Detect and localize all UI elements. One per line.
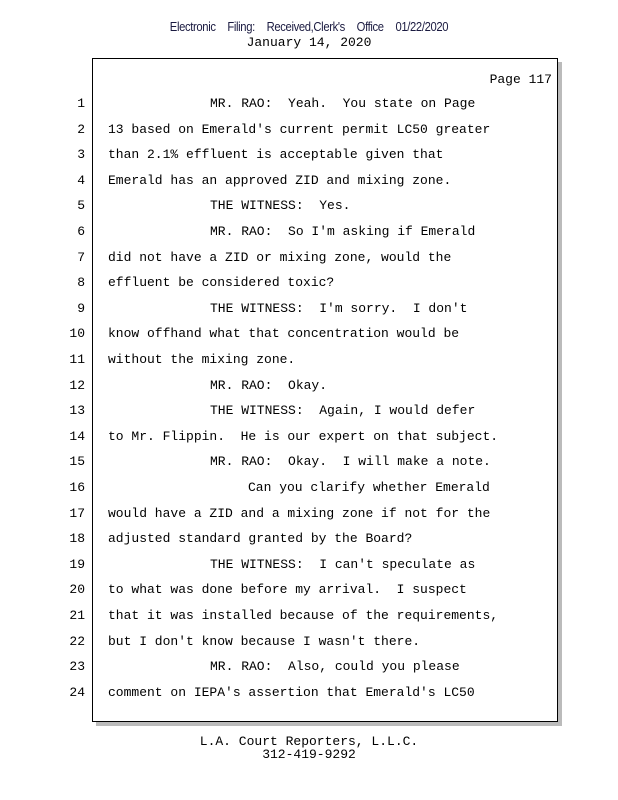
line-number: 8 xyxy=(77,275,85,291)
line-number: 19 xyxy=(69,556,85,572)
line-text: THE WITNESS: I can't speculate as xyxy=(210,556,476,572)
line-text: to what was done before my arrival. I su… xyxy=(108,582,467,598)
line-number: 23 xyxy=(69,659,85,675)
line-number: 17 xyxy=(69,505,85,521)
line-text: did not have a ZID or mixing zone, would… xyxy=(108,249,452,265)
line-text: adjusted standard granted by the Board? xyxy=(108,531,413,547)
line-text: but I don't know because I wasn't there. xyxy=(108,633,421,649)
line-text: MR. RAO: Okay. xyxy=(210,377,328,393)
line-number: 18 xyxy=(69,531,85,547)
line-text: without the mixing zone. xyxy=(108,352,296,367)
line-text: 13 based on Emerald's current permit LC5… xyxy=(108,121,491,137)
line-number: 22 xyxy=(69,633,85,649)
line-text: than 2.1% effluent is acceptable given t… xyxy=(108,147,444,163)
line-text: THE WITNESS: Again, I would defer xyxy=(210,403,476,419)
line-number: 9 xyxy=(77,300,85,316)
line-number: 3 xyxy=(77,147,85,163)
line-number: 11 xyxy=(69,352,85,367)
line-number: 24 xyxy=(69,684,85,700)
line-text: Emerald has an approved ZID and mixing z… xyxy=(108,172,452,188)
line-text: THE WITNESS: I'm sorry. I don't xyxy=(210,300,468,316)
line-text: to Mr. Flippin. He is our expert on that… xyxy=(108,428,499,444)
line-number: 12 xyxy=(69,377,85,393)
page-number: Page 117 xyxy=(489,72,552,87)
line-number: 2 xyxy=(77,121,85,137)
line-text: THE WITNESS: Yes. xyxy=(210,198,351,214)
footer-company: L.A. Court Reporters, L.L.C. xyxy=(199,734,419,749)
line-text: would have a ZID and a mixing zone if no… xyxy=(108,505,491,521)
line-number: 1 xyxy=(77,96,85,111)
line-text: MR. RAO: Okay. I will make a note. xyxy=(210,454,491,470)
line-text: MR. RAO: So I'm asking if Emerald xyxy=(210,224,476,239)
transcript-page-frame xyxy=(92,58,558,722)
line-text: MR. RAO: Also, could you please xyxy=(210,659,460,675)
line-number: 4 xyxy=(77,172,85,188)
line-text: comment on IEPA's assertion that Emerald… xyxy=(108,684,475,700)
line-number: 21 xyxy=(69,608,85,623)
line-number: 10 xyxy=(69,326,85,342)
line-number: 16 xyxy=(69,480,85,495)
line-text: Can you clarify whether Emerald xyxy=(248,480,490,495)
line-text: MR. RAO: Yeah. You state on Page xyxy=(210,96,476,111)
line-number: 13 xyxy=(69,403,85,419)
line-number: 7 xyxy=(77,249,85,265)
line-text: effluent be considered toxic? xyxy=(108,275,335,291)
line-number: 20 xyxy=(69,582,85,598)
footer-phone: 312-419-9292 xyxy=(262,747,356,762)
transcript-date: January 14, 2020 xyxy=(246,35,372,50)
filing-stamp: Electronic Filing: Received,Clerk's Offi… xyxy=(169,20,449,34)
line-number: 6 xyxy=(77,224,85,239)
line-number: 15 xyxy=(69,454,85,470)
line-number: 5 xyxy=(77,198,85,214)
line-text: that it was installed because of the req… xyxy=(108,608,499,623)
line-text: know offhand what that concentration wou… xyxy=(108,326,460,342)
line-number: 14 xyxy=(69,428,85,444)
